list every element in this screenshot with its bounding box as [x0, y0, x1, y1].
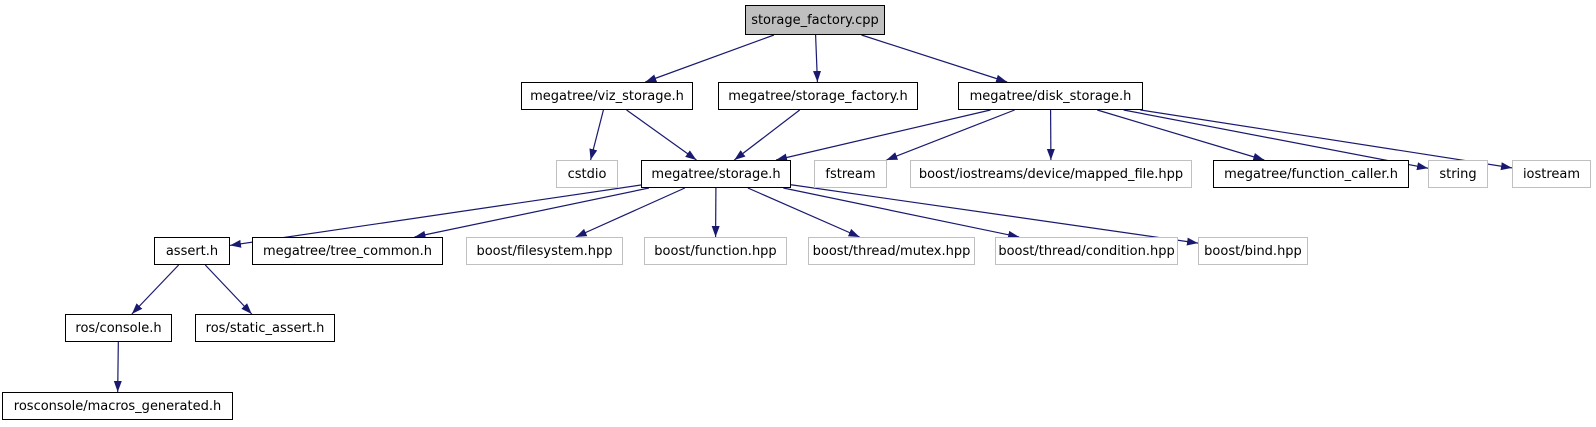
edge-viz_storage_h-to-storage_h: [626, 109, 697, 161]
edge-storage_factory_h-to-storage_h: [733, 109, 801, 161]
edge-storage_h-to-filesystem_hpp: [575, 187, 686, 238]
node-assert_h[interactable]: assert.h: [154, 237, 230, 265]
graph-node-label: megatree/tree_common.h: [262, 243, 433, 259]
edge-disk_storage_h-to-storage_h: [775, 109, 991, 162]
edge-assert_h-to-ros_console_h: [131, 264, 180, 315]
node-function_caller_h[interactable]: megatree/function_caller.h: [1213, 160, 1409, 188]
node-mutex_hpp: boost/thread/mutex.hpp: [808, 237, 975, 265]
node-fstream: fstream: [814, 160, 887, 188]
graph-node-label: ros/static_assert.h: [205, 320, 325, 336]
graph-node-label: ros/console.h: [75, 320, 162, 336]
graph-node-label: storage_factory.cpp: [751, 12, 879, 28]
edge-storage_h-to-mutex_hpp: [747, 187, 860, 238]
node-string: string: [1428, 160, 1488, 188]
graph-node-label: fstream: [825, 166, 876, 182]
graph-node-label: assert.h: [165, 243, 219, 259]
node-storage_factory_h[interactable]: megatree/storage_factory.h: [718, 82, 918, 110]
node-filesystem_hpp: boost/filesystem.hpp: [466, 237, 623, 265]
graph-node-label: iostream: [1522, 166, 1581, 182]
edge-disk_storage_h-to-function_caller_h: [1097, 109, 1265, 161]
graph-node-label: string: [1439, 166, 1477, 182]
node-bind_hpp: boost/bind.hpp: [1198, 237, 1308, 265]
node-cstdio: cstdio: [556, 160, 618, 188]
graph-node-label: boost/filesystem.hpp: [476, 243, 613, 259]
node-macros_generated_h[interactable]: rosconsole/macros_generated.h: [2, 392, 233, 420]
node-function_hpp: boost/function.hpp: [644, 237, 787, 265]
graph-node-label: boost/function.hpp: [654, 243, 777, 259]
edge-assert_h-to-ros_static_assert_h: [204, 264, 253, 315]
edge-disk_storage_h-to-fstream: [886, 109, 1015, 161]
node-ros_static_assert_h[interactable]: ros/static_assert.h: [195, 314, 335, 342]
node-tree_common_h[interactable]: megatree/tree_common.h: [252, 237, 443, 265]
node-storage_h[interactable]: megatree/storage.h: [641, 160, 791, 188]
graph-node-label: cstdio: [567, 166, 607, 182]
node-ros_console_h[interactable]: ros/console.h: [65, 314, 172, 342]
graph-node-label: rosconsole/macros_generated.h: [13, 398, 222, 414]
node-disk_storage_h[interactable]: megatree/disk_storage.h: [958, 82, 1143, 110]
graph-node-label: megatree/storage_factory.h: [728, 88, 908, 104]
edge-storage_factory_cpp-to-disk_storage_h: [861, 34, 1008, 83]
node-mapped_file_hpp: boost/iostreams/device/mapped_file.hpp: [910, 160, 1192, 188]
edge-storage_factory_cpp-to-storage_factory_h: [813, 34, 822, 83]
edge-ros_console_h-to-macros_generated_h: [113, 341, 122, 393]
edge-storage_h-to-bind_hpp: [790, 184, 1199, 246]
node-storage_factory_cpp: storage_factory.cpp: [745, 5, 885, 35]
graph-node-label: megatree/disk_storage.h: [969, 88, 1132, 104]
graph-node-label: megatree/function_caller.h: [1224, 166, 1398, 182]
edge-viz_storage_h-to-cstdio: [589, 109, 604, 161]
graph-node-label: boost/bind.hpp: [1204, 243, 1302, 259]
edge-storage_factory_cpp-to-viz_storage_h: [645, 34, 775, 83]
graph-node-label: boost/thread/mutex.hpp: [812, 243, 971, 259]
node-viz_storage_h[interactable]: megatree/viz_storage.h: [521, 82, 693, 110]
graph-node-label: boost/iostreams/device/mapped_file.hpp: [918, 166, 1184, 182]
edge-storage_h-to-condition_hpp: [783, 187, 1020, 239]
edge-storage_h-to-tree_common_h: [414, 187, 650, 239]
graph-node-label: boost/thread/condition.hpp: [998, 243, 1175, 259]
node-iostream: iostream: [1512, 160, 1591, 188]
node-condition_hpp: boost/thread/condition.hpp: [995, 237, 1178, 265]
graph-node-label: megatree/storage.h: [651, 166, 781, 182]
graph-node-label: megatree/viz_storage.h: [530, 88, 684, 104]
